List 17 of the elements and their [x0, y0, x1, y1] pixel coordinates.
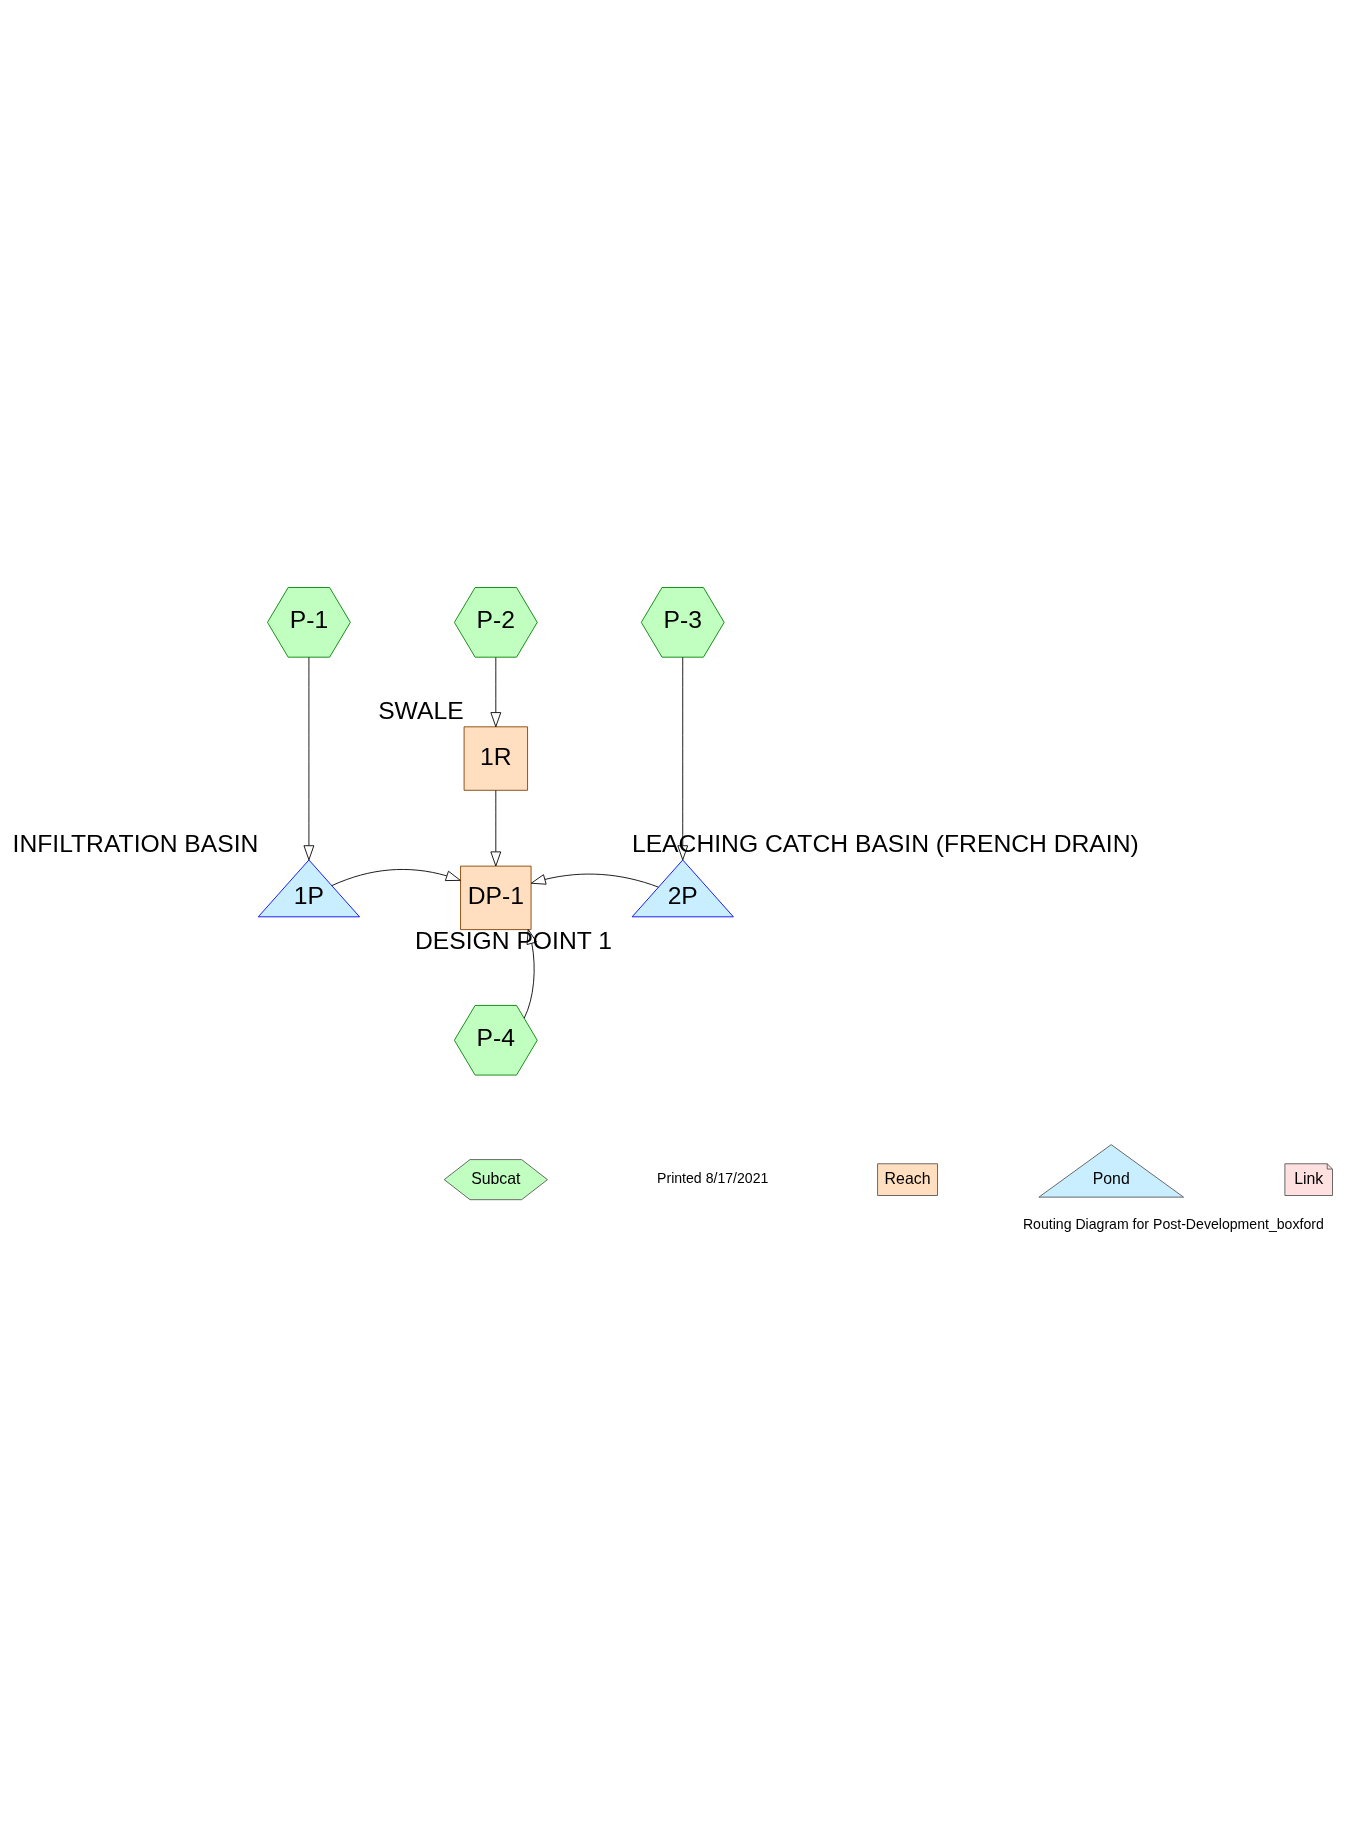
arrow — [530, 873, 659, 888]
node-box: DP-1 — [460, 865, 532, 931]
arrow — [490, 657, 502, 728]
arrow — [303, 656, 315, 861]
arrow — [523, 929, 537, 1019]
legend-label: Link — [1294, 1169, 1324, 1187]
arrow — [677, 656, 689, 861]
caption: Routing Diagram for Post-Development_boxford — [1022, 1216, 1324, 1233]
node-box: 1R — [463, 726, 528, 791]
arrow — [490, 789, 502, 867]
node-label: SWALE — [378, 697, 464, 725]
label: Printed 8/17/2021 — [657, 1169, 769, 1186]
legend-label: Reach — [884, 1169, 931, 1187]
node-label: INFILTRATION BASIN — [12, 830, 259, 858]
legend-label: Subcat — [471, 1169, 521, 1187]
legend-label: Pond — [1092, 1169, 1130, 1187]
arrow — [331, 869, 461, 887]
